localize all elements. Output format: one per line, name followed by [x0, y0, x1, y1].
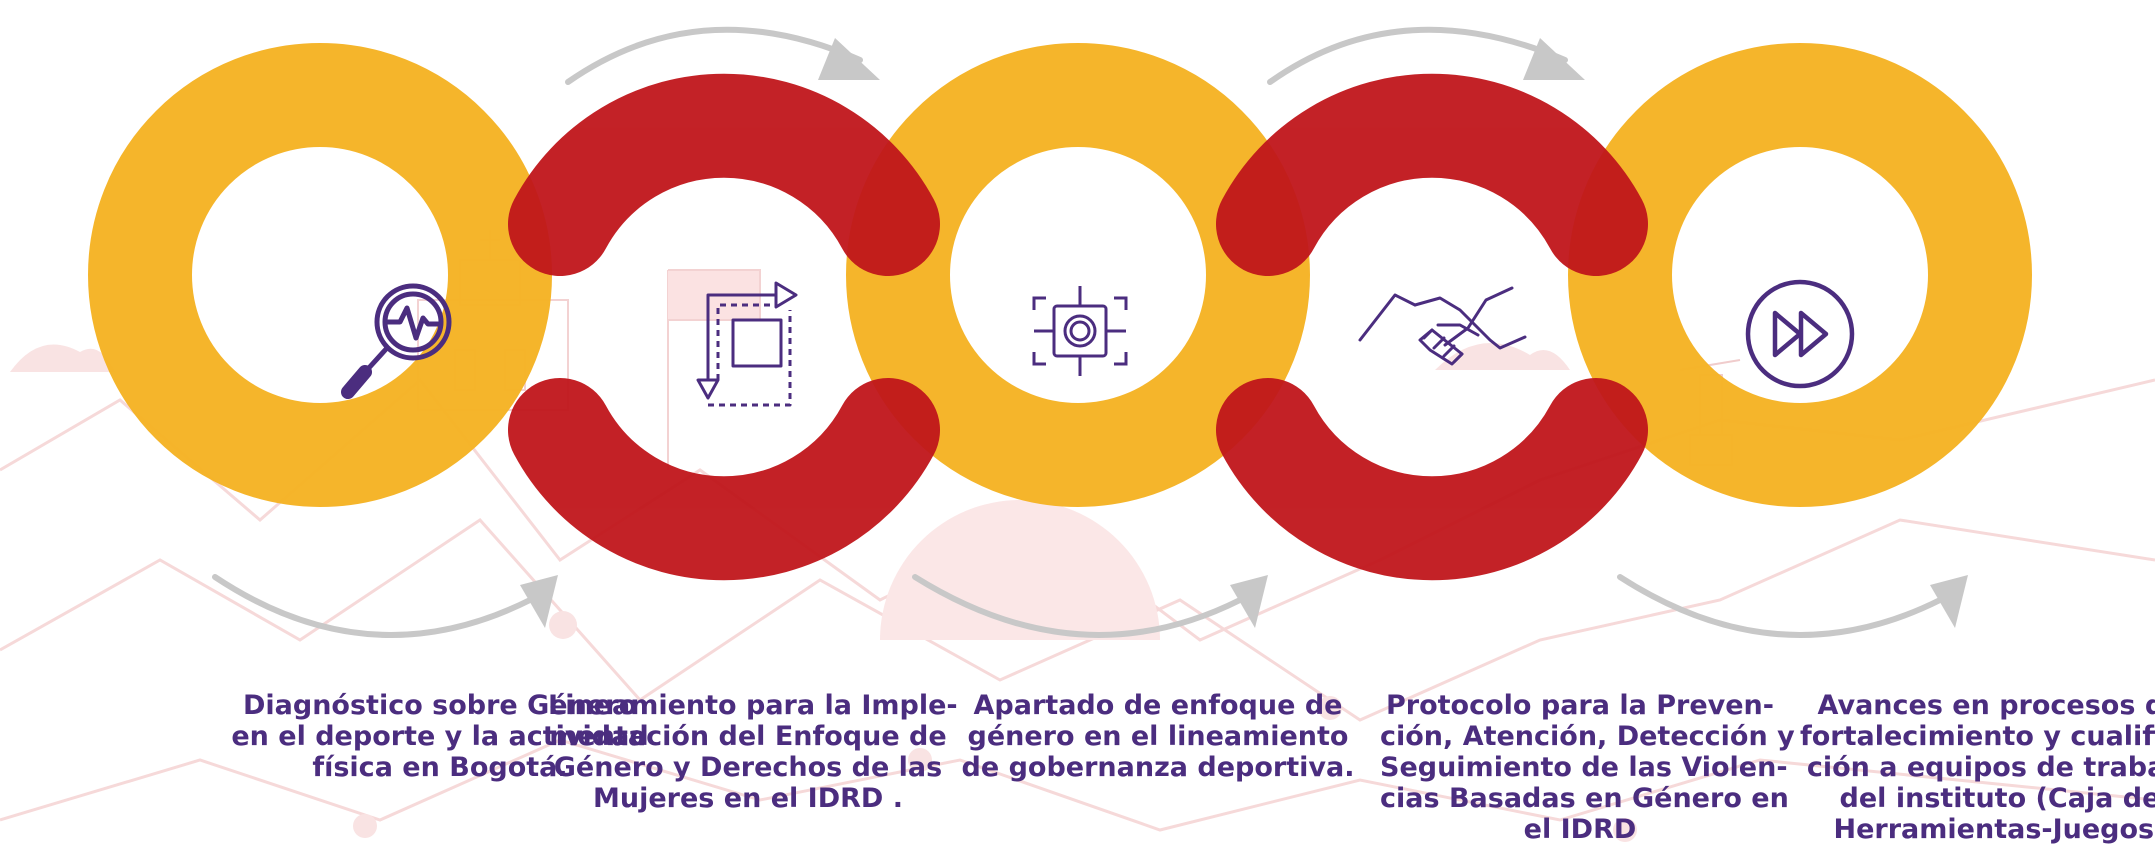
- flow-arrows-icon: [696, 281, 798, 407]
- step-4-line: Seguimiento de las Violen-: [1380, 752, 1788, 783]
- step-5-line: Herramientas-Juegos): [1833, 814, 2155, 845]
- red-rings: [508, 73, 1648, 581]
- step-1-line: Diagnóstico sobre Género: [242, 690, 638, 721]
- step-4-line: ción, Atención, Detección y: [1380, 721, 1795, 752]
- step-5-caption: Avances en procesos de fortalecimiento y…: [1800, 690, 2155, 845]
- step-4-caption: Protocolo para la Preven- ción, Atención…: [1380, 690, 1795, 845]
- step-5-line: Avances en procesos de: [1817, 690, 2155, 721]
- target-focus-icon: [1032, 286, 1128, 376]
- step-5-line: ción a equipos de trabajo: [1806, 752, 2155, 783]
- step-3-line: Apartado de enfoque de: [973, 690, 1343, 721]
- step-4-line: Protocolo para la Preven-: [1386, 690, 1774, 721]
- arrow-top-2: [1267, 26, 1568, 85]
- step-1-line: en el deporte y la actividad: [231, 721, 649, 752]
- step-5-line: fortalecimiento y cualifica-: [1800, 721, 2155, 752]
- handshake-icon: [1358, 286, 1527, 366]
- step-3-line: género en el lineamiento: [967, 721, 1349, 752]
- step-2-line: Mujeres en el IDRD .: [593, 783, 903, 814]
- flow-arrows: [212, 26, 1943, 638]
- step-3-caption: Apartado de enfoque de género en el line…: [958, 690, 1358, 783]
- step-1-caption: Diagnóstico sobre Género en el deporte y…: [210, 690, 670, 783]
- step-3-line: de gobernanza deportiva.: [961, 752, 1355, 783]
- step-4-line: el IDRD: [1523, 814, 1637, 845]
- ring-step-2-bottom: [508, 378, 940, 581]
- step-2-caption: Lineamiento para la Imple- mentación del…: [548, 690, 958, 814]
- step-2-line: mentación del Enfoque de: [549, 721, 947, 752]
- ring-step-4-top: [1216, 73, 1648, 276]
- step-2-line: Género y Derechos de las: [553, 752, 943, 783]
- ring-step-4-bottom: [1216, 378, 1648, 581]
- step-5-line: del instituto (Caja de: [1839, 783, 2155, 814]
- step-4-line: cias Basadas en Género en: [1380, 783, 1789, 814]
- ring-step-2-top: [508, 73, 940, 276]
- magnifier-heartbeat-icon: [341, 283, 452, 399]
- fast-forward-icon: [1745, 279, 1855, 389]
- step-2-line: Lineamiento para la Imple-: [548, 690, 958, 721]
- arrow-bottom-2: [912, 574, 1243, 638]
- arrow-heads: [520, 38, 1968, 628]
- yellow-rings: [88, 43, 2032, 507]
- ring-step-3: [846, 43, 1310, 507]
- ring-step-5: [1568, 43, 2032, 507]
- arrow-top-1: [565, 26, 863, 85]
- step-1-line: física en Bogotá.: [312, 752, 568, 783]
- arrow-bottom-1: [212, 574, 533, 638]
- ring-step-1: [88, 43, 552, 507]
- arrow-bottom-3: [1617, 574, 1943, 638]
